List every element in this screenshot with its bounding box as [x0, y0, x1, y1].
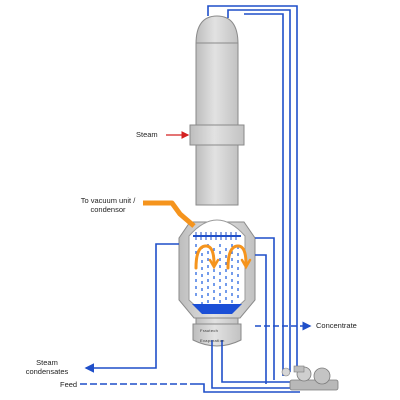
vacuum-label-line2: condensor [90, 205, 126, 214]
column-lower-shell [195, 144, 239, 206]
falling-droplets [195, 244, 239, 306]
steam-condensates-line1: Steam [36, 358, 58, 367]
concentrate-pool [192, 304, 242, 314]
steam-label: Steam [136, 130, 158, 139]
pump-motor-icon [313, 367, 331, 385]
steam-condensates-line2: condensates [25, 367, 69, 376]
feed-line-riser [190, 383, 300, 393]
calandria-column [189, 15, 245, 206]
brand-line1: Frautech [200, 328, 219, 333]
separator-bottom-cone [192, 323, 242, 347]
column-top-dome [195, 15, 239, 45]
steam-condensates-label: Steam condensates [24, 358, 70, 376]
tube-outlets [193, 232, 241, 240]
vapor-flow-arrows [194, 244, 252, 270]
pump-units [281, 365, 339, 391]
steam-chest-belt [189, 124, 245, 146]
brand-line2: Evaporation [200, 338, 225, 343]
pump-base-plate [289, 379, 339, 391]
vacuum-outlet-pipe [143, 200, 196, 228]
concentrate-label: Concentrate [316, 321, 357, 330]
separator-base-flange [195, 317, 239, 325]
vapor-arrow-right [226, 244, 248, 270]
steam-condensates-line [84, 243, 179, 373]
vacuum-label: To vacuum unit / condensor [72, 196, 144, 214]
vacuum-label-line1: To vacuum unit / [80, 196, 136, 205]
column-upper-shell [195, 42, 239, 126]
pump-coupling [293, 365, 305, 373]
vapor-arrow-left [194, 244, 216, 270]
feed-label: Feed [60, 380, 78, 389]
right-pipework [207, 5, 300, 389]
small-pump-icon [281, 367, 291, 377]
